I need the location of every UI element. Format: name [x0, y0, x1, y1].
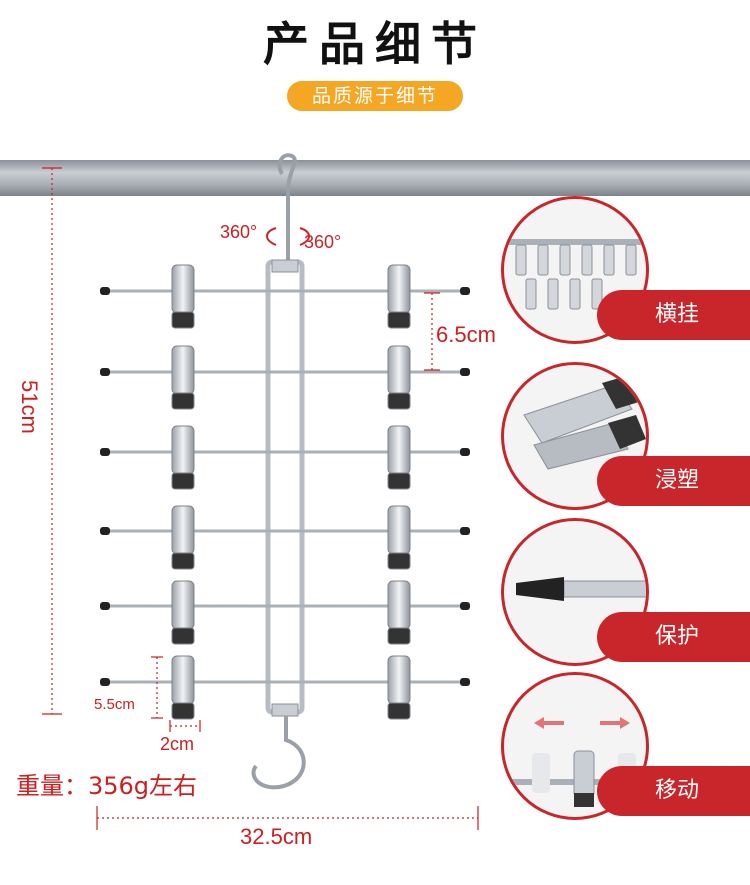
subtitle-badge: 品质源于细节 [287, 81, 463, 111]
tier-bar-4 [100, 527, 470, 535]
hook [277, 153, 297, 262]
clip [387, 345, 411, 410]
feature-label-movable: 移动 [597, 766, 750, 816]
clip [171, 425, 195, 490]
tier-bar-6 [100, 678, 470, 686]
clip [387, 655, 411, 720]
dimension-lines [42, 167, 479, 830]
height-label: 51cm [17, 380, 42, 434]
feature-horizontal-hang: 横挂 [497, 196, 750, 344]
tier-bar-3 [100, 448, 470, 456]
central-frame [265, 259, 305, 715]
clip-height-label: 5.5cm [94, 696, 135, 713]
tier-bars [100, 287, 470, 686]
feature-label-protection: 保护 [597, 612, 750, 662]
rotation-left-label: 360° [220, 222, 258, 242]
rail-bar [0, 160, 750, 196]
clip [171, 345, 195, 410]
weight-label: 重量：356g左右 [16, 772, 198, 800]
clip-width-label: 2cm [160, 734, 195, 754]
clip [387, 264, 411, 329]
feature-protection: 保护 [497, 518, 750, 666]
feature-movable: 移动 [497, 672, 750, 820]
width-label: 32.5cm [240, 824, 313, 849]
clip [387, 505, 411, 570]
feature-image-horizontal-hang [501, 196, 649, 344]
page-title: 产品细节 [263, 17, 487, 71]
clip [387, 425, 411, 490]
tier-spacing-label: 6.5cm [436, 322, 496, 347]
feature-label-dip-coating: 浸塑 [597, 456, 750, 506]
rotation-right-label: 360° [304, 232, 342, 252]
clip [171, 580, 195, 645]
feature-label-horizontal-hang: 横挂 [597, 290, 750, 340]
tier-bar-2 [100, 368, 470, 376]
clip [171, 655, 195, 720]
feature-dip-coating: 浸塑 [497, 362, 750, 510]
clip [171, 264, 195, 329]
bottom-hook [251, 716, 306, 790]
clip [171, 505, 195, 570]
clip [387, 580, 411, 645]
clips [171, 264, 411, 720]
tier-bar-5 [100, 602, 470, 610]
tier-bar-1 [100, 287, 470, 295]
